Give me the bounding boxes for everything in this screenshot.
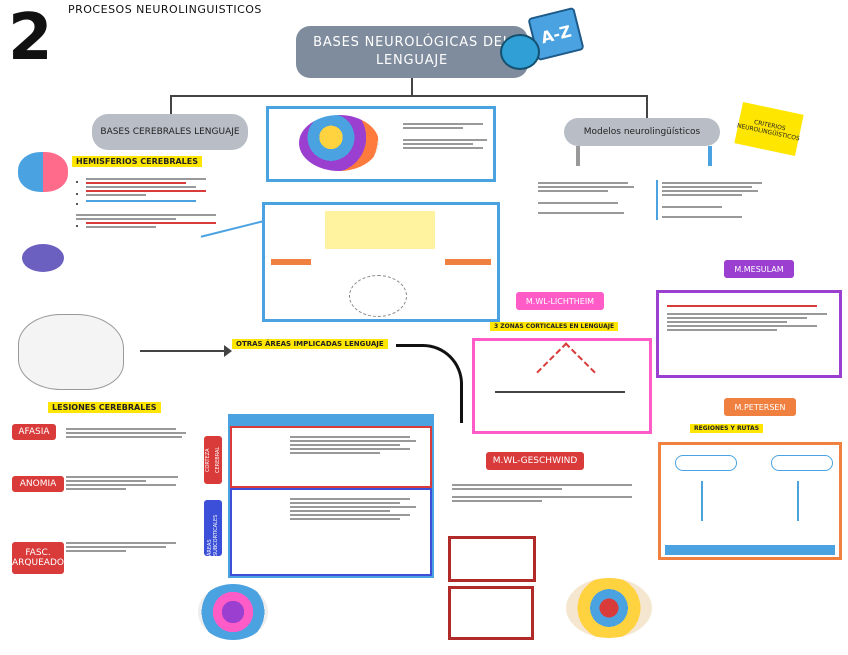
- connector-h: [170, 95, 648, 97]
- side-label-cortex: CORTEZA CEREBRAL: [204, 436, 222, 484]
- hemispheres-icon: [18, 152, 68, 192]
- afasia-notes: [66, 426, 186, 440]
- geschwind-box-2: [448, 586, 534, 640]
- other-areas-label: OTRAS ÁREAS IMPLICADAS LENGUAJE: [232, 339, 388, 349]
- connector-v-left: [170, 95, 172, 115]
- brain-icon: [500, 34, 540, 70]
- models-arrow-right: [708, 146, 712, 166]
- main-title: BASES NEUROLÓGICAS DEL LENGUAJE: [296, 26, 528, 78]
- curved-arrow: [396, 344, 463, 423]
- connector-v-right: [646, 95, 648, 119]
- model-mesulam: M.MESULAM: [724, 260, 794, 278]
- brain-lobes-image: [299, 115, 379, 171]
- brain-diagram-box: [266, 106, 496, 182]
- fasciculo-notes: [66, 540, 186, 554]
- brain-small-icon: [22, 244, 64, 272]
- bases-cerebrales-pill: BASES CEREBRALES LENGUAJE: [92, 114, 248, 150]
- models-text-left: [538, 180, 638, 216]
- hemispheres-notes: [76, 176, 226, 232]
- tag-afasia: AFASIA: [12, 424, 56, 440]
- model-petersen: M.PETERSEN: [724, 398, 796, 416]
- lichtheim-box: [472, 338, 652, 434]
- connector-v-center: [411, 78, 413, 96]
- cortex-table: [228, 414, 434, 578]
- brain-bottom-right: [566, 578, 652, 638]
- hemispheres-label: HEMISFERIOS CEREBRALES: [72, 156, 203, 167]
- geschwind-box-1: [448, 536, 536, 582]
- anomia-notes: [66, 474, 186, 492]
- lichtheim-subtitle: 3 ZONAS CORTICALES EN LENGUAJE: [490, 322, 619, 331]
- tag-fasc-arqueado: FASC. ARQUEADO: [12, 542, 64, 574]
- model-lichtheim: M.WL-LICHTHEIM: [516, 292, 604, 310]
- petersen-subtitle: REGIONES Y RUTAS: [690, 424, 764, 433]
- brain-bottom-left: [198, 584, 268, 640]
- models-arrow-left: [576, 146, 580, 166]
- arrow-line: [140, 350, 226, 352]
- side-label-subcortical: ÁREAS SUBCORTICALES: [204, 500, 222, 556]
- geschwind-notes: [452, 482, 642, 504]
- topic-title: PROCESOS NEUROLINGUISTICOS: [68, 3, 262, 16]
- mesulam-box: [656, 290, 842, 378]
- brain-sketch: [18, 314, 124, 390]
- arrow-head: [224, 345, 232, 357]
- lesions-label: LESIONES CEREBRALES: [48, 402, 161, 413]
- criteria-note: CRITERIOS NEUROLINGÜÍSTICOS: [734, 102, 804, 156]
- section-number: 2: [8, 1, 53, 75]
- areas-detail-box: [262, 202, 500, 322]
- models-text-right: [656, 180, 772, 220]
- models-pill: Modelos neurolingüísticos: [564, 118, 720, 146]
- tag-anomia: ANOMIA: [12, 476, 64, 492]
- model-geschwind: M.WL-GESCHWIND: [486, 452, 584, 470]
- petersen-box: [658, 442, 842, 560]
